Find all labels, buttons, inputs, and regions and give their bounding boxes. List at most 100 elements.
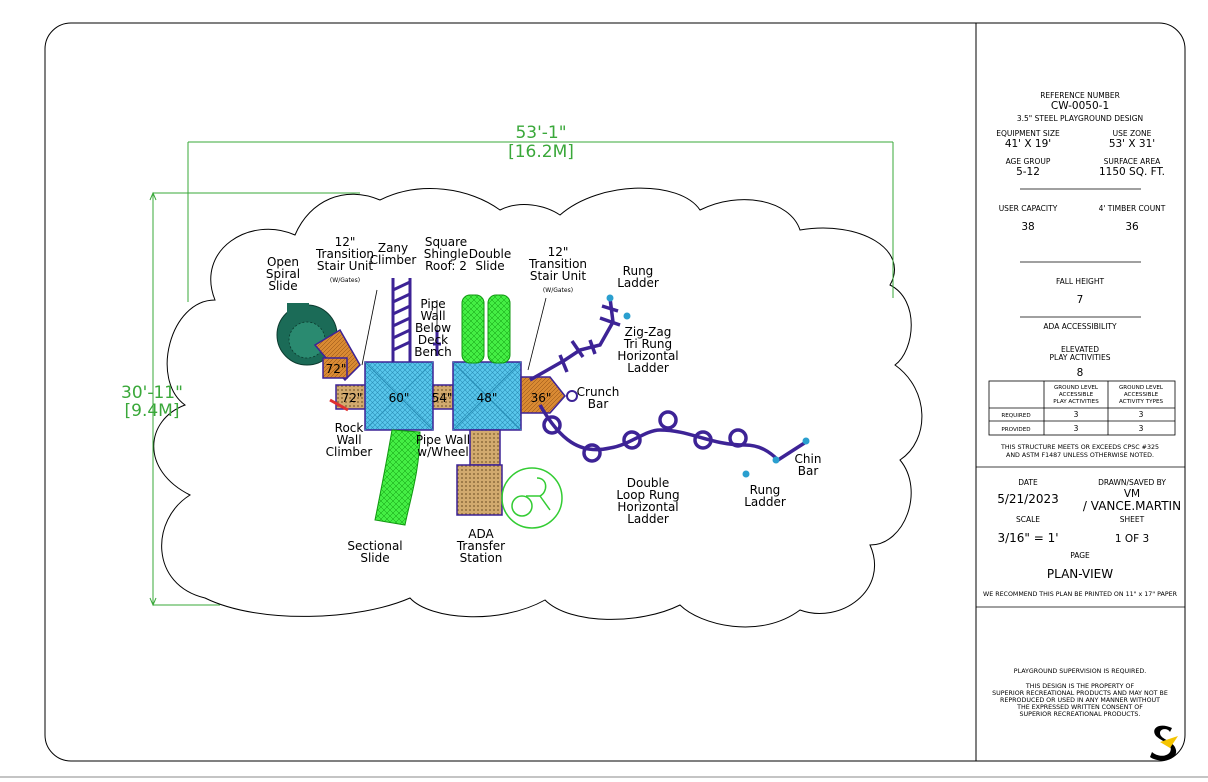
label-zany-climber: Zany Climber (370, 241, 417, 267)
deck-height-36: 36" (531, 391, 552, 405)
table-col2-l3: ACTIVITY TYPES (1119, 399, 1164, 405)
svg-text:Shingle: Shingle (424, 247, 469, 261)
svg-text:Bench: Bench (414, 345, 451, 359)
scale-label: SCALE (1016, 515, 1040, 524)
table-col1-l1: GROUND LEVEL (1054, 385, 1099, 391)
svg-text:Transition: Transition (315, 247, 374, 261)
transition-unit-left (313, 328, 361, 382)
double-loop-post (772, 456, 780, 464)
property-1: THIS DESIGN IS THE PROPERTY OF (1025, 683, 1135, 690)
page-value: PLAN-VIEW (1047, 567, 1113, 581)
superior-logo-icon (1150, 725, 1178, 761)
sheet-label: SHEET (1120, 515, 1145, 524)
zigzag-ladder (529, 297, 621, 382)
svg-text:Rung: Rung (750, 483, 781, 497)
svg-text:Below: Below (415, 321, 451, 335)
table-row-required: REQUIRED (1001, 413, 1030, 419)
svg-text:Sectional: Sectional (347, 539, 402, 553)
use-zone: 53' X 31' (1109, 138, 1155, 150)
svg-text:Crunch: Crunch (577, 385, 620, 399)
label-double-loop: Double Loop Rung Horizontal Ladder (616, 476, 679, 526)
svg-text:Transfer: Transfer (456, 539, 505, 553)
elevated-label-2: PLAY ACTIVITIES (1049, 353, 1110, 362)
svg-text:Slide: Slide (475, 259, 504, 273)
compliance-1: THIS STRUCTURE MEETS OR EXCEEDS CPSC #32… (1000, 444, 1159, 451)
property-4: THE EXPRESSED WRITTEN CONSENT OF (1016, 704, 1143, 711)
sheet-value: 1 OF 3 (1115, 533, 1149, 545)
svg-text:Ladder: Ladder (617, 276, 659, 290)
age-group-label: AGE GROUP (1006, 157, 1051, 166)
svg-text:Pipe Wall: Pipe Wall (416, 433, 470, 447)
svg-text:Pipe: Pipe (420, 297, 445, 311)
label-pipe-wall-wheel: Pipe Wall w/Wheel (416, 433, 470, 459)
timber-count: 36 (1125, 221, 1139, 233)
svg-text:Bar: Bar (588, 397, 609, 411)
user-capacity: 38 (1021, 221, 1034, 233)
equipment-size-label: EQUIPMENT SIZE (996, 129, 1060, 138)
drawn-label: DRAWN/SAVED BY (1098, 478, 1166, 487)
label-double-slide: Double Slide (469, 247, 512, 273)
label-rock-wall: Rock Wall Climber (326, 421, 373, 459)
svg-text:Stair Unit: Stair Unit (530, 269, 586, 283)
label-transition-right: 12" Transition Stair Unit (W/Gates) (528, 245, 587, 294)
height-m: [9.4M] (125, 401, 180, 421)
deck-48 (452, 361, 522, 431)
double-slide (461, 294, 511, 364)
surface-area: 1150 SQ. FT. (1099, 166, 1165, 178)
ref-label: REFERENCE NUMBER (1040, 91, 1120, 100)
table-col1-l2: ACCESSIBLE (1059, 392, 1094, 398)
table-required-v1: 3 (1074, 410, 1079, 419)
deck-height-54: 54" (432, 391, 453, 405)
crunch-bar (566, 390, 578, 402)
table-row-provided: PROVIDED (1001, 427, 1030, 433)
elevated-label-1: ELEVATED (1061, 345, 1099, 354)
zany-climber (391, 278, 412, 362)
svg-text:Bar: Bar (798, 464, 819, 478)
deck-height-72b: 72" (342, 391, 363, 405)
table-col2-l1: GROUND LEVEL (1119, 385, 1164, 391)
scale-value: 3/16" = 1' (997, 531, 1058, 545)
zigzag-end-post (623, 312, 631, 320)
svg-text:Spiral: Spiral (266, 267, 300, 281)
ada-transfer-station (456, 429, 503, 516)
fall-height: 7 (1077, 294, 1084, 306)
label-sectional: Sectional Slide (347, 539, 402, 565)
surface-area-label: SURFACE AREA (1104, 157, 1162, 166)
date-label: DATE (1018, 478, 1038, 487)
height-dimension (149, 191, 360, 607)
svg-text:Stair Unit: Stair Unit (317, 259, 373, 273)
supervision-note: PLAYGROUND SUPERVISION IS REQUIRED. (1014, 668, 1146, 675)
elevated-count: 8 (1077, 367, 1084, 379)
deck-60 (364, 361, 434, 431)
svg-text:Rung: Rung (623, 264, 654, 278)
label-crunch-bar: Crunch Bar (577, 385, 620, 411)
page-label: PAGE (1070, 551, 1090, 560)
width-ft: 53'-1" (515, 123, 566, 143)
timber-label: 4' TIMBER COUNT (1099, 204, 1166, 213)
equipment-size: 41' X 19' (1005, 138, 1051, 150)
date-value: 5/21/2023 (997, 492, 1059, 506)
svg-text:(W/Gates): (W/Gates) (330, 277, 360, 284)
svg-text:Slide: Slide (360, 551, 389, 565)
label-rung-ladder-bottom: Rung Ladder (744, 483, 786, 509)
label-rung-ladder-top: Rung Ladder (617, 264, 659, 290)
deck-36 (520, 376, 566, 414)
height-ft: 30'-11" (121, 383, 183, 403)
property-5: SUPERIOR RECREATIONAL PRODUCTS. (1020, 711, 1141, 718)
table-col2-l2: ACCESSIBLE (1124, 392, 1159, 398)
svg-text:Horizontal: Horizontal (617, 500, 678, 514)
drawn-by-1: VM (1124, 488, 1140, 500)
svg-text:Double: Double (627, 476, 670, 490)
compliance-2: AND ASTM F1487 UNLESS OTHERWISE NOTED. (1006, 452, 1154, 459)
svg-text:Ladder: Ladder (627, 512, 669, 526)
svg-text:Slide: Slide (268, 279, 297, 293)
label-zigzag: Zig-Zag Tri Rung Horizontal Ladder (617, 325, 678, 375)
ada-wheelchair-icon (501, 467, 563, 529)
pipe-wall-bench (433, 330, 441, 356)
table-provided-v2: 3 (1139, 424, 1144, 433)
print-recommendation: WE RECOMMEND THIS PLAN BE PRINTED ON 11"… (983, 591, 1178, 598)
svg-text:Zany: Zany (378, 241, 408, 255)
label-chin-bar: Chin Bar (795, 452, 822, 478)
title-block: REFERENCE NUMBER CW-0050-1 3.5" STEEL PL… (976, 91, 1185, 761)
